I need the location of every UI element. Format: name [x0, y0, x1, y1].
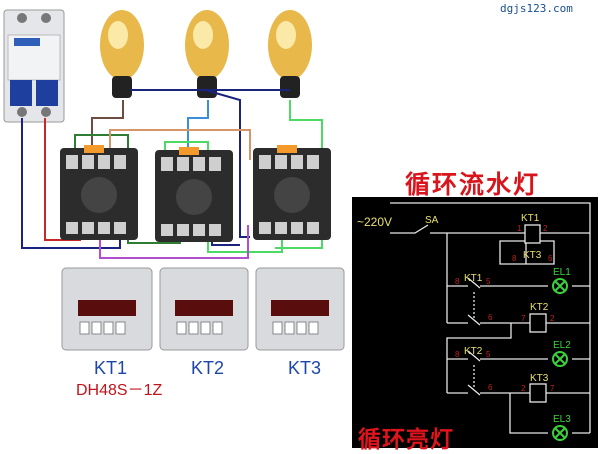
timer-model: DH48S－1Z [76, 382, 163, 399]
supply-label: ~220V [357, 215, 392, 229]
pin-label: 6 [548, 254, 553, 263]
kt3-coil-label: KT3 [530, 373, 549, 384]
bulb-1 [100, 10, 144, 98]
pin-label: 6 [488, 313, 493, 322]
schematic-title: 循环流水灯 [405, 170, 541, 199]
circuit-breaker [3, 9, 65, 123]
kt2-coil-label: KT2 [530, 302, 549, 313]
wiring-photo [3, 9, 345, 351]
lamp-el2-icon [552, 351, 568, 367]
pin-label: 5 [486, 277, 491, 286]
timer-kt3 [255, 267, 345, 351]
timer-kt1 [61, 267, 153, 351]
relay-socket-2 [155, 147, 233, 242]
el2-label: EL2 [553, 340, 571, 351]
relay-socket-3 [253, 145, 331, 240]
pin-label: 7 [550, 384, 555, 393]
pin-label: 2 [550, 314, 555, 323]
relay-socket-1 [60, 145, 138, 240]
pin-label: 5 [486, 350, 491, 359]
kt1-coil-label: KT1 [521, 213, 540, 224]
timer-label-kt2: KT2 [191, 358, 225, 378]
watermark: dgjs123.com [500, 2, 573, 15]
schematic-footer: 循环亮灯 [358, 426, 454, 453]
switch-label: SA [425, 215, 439, 226]
pin-label: 2 [521, 384, 526, 393]
kt2-contact-label: KT2 [464, 346, 483, 357]
pin-label: 2 [543, 224, 548, 233]
lamp-el3-icon [552, 425, 568, 441]
el1-label: EL1 [553, 267, 571, 278]
schematic: ~220V SA KT1 KT3 KT1 KT2 KT2 KT3 EL1 EL2… [352, 197, 598, 448]
pin-label: 1 [517, 224, 522, 233]
kt1-contact-label: KT1 [464, 273, 483, 284]
pin-label: 8 [455, 277, 460, 286]
pin-label: 6 [488, 383, 493, 392]
pin-label: 8 [455, 350, 460, 359]
pin-label: 7 [521, 314, 526, 323]
timer-kt2 [159, 267, 249, 351]
bulb-2 [185, 10, 229, 98]
kt3-contact-label: KT3 [523, 250, 542, 261]
el3-label: EL3 [553, 414, 571, 425]
lamp-el1-icon [552, 278, 568, 294]
bulb-3 [268, 10, 312, 98]
timer-label-kt3: KT3 [288, 358, 322, 378]
pin-label: 8 [512, 254, 517, 263]
timer-label-kt1: KT1 [94, 358, 128, 378]
